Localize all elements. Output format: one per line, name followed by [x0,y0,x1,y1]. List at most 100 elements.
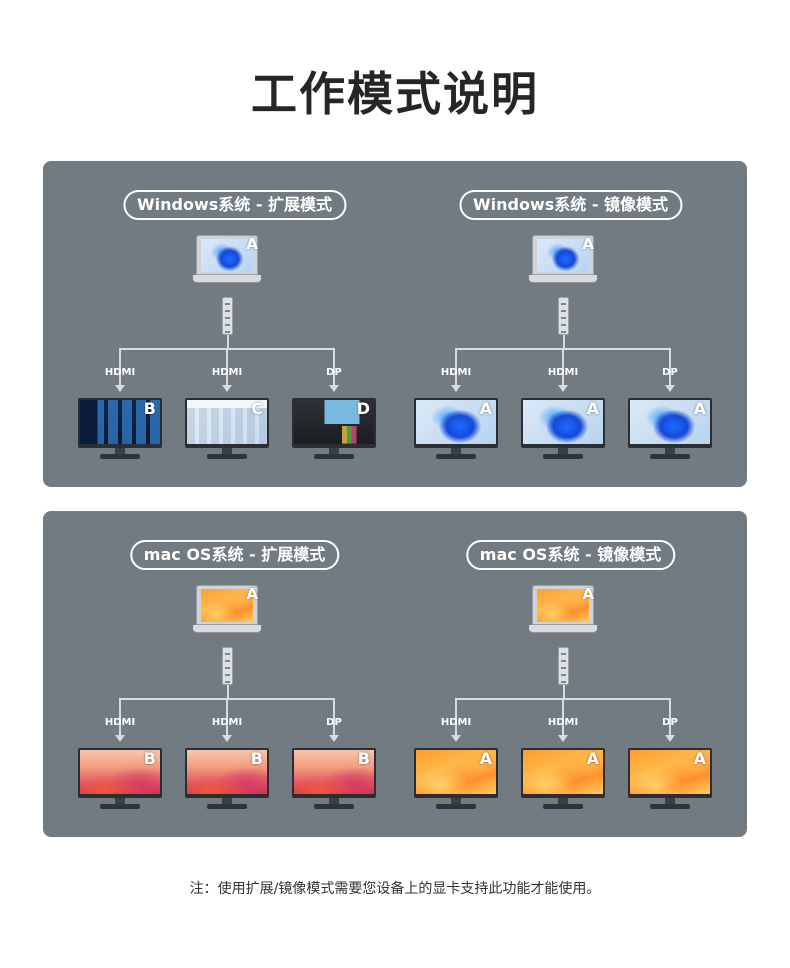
monitor-neck [665,798,675,804]
monitor-frame [521,748,605,798]
monitor-screen [294,400,374,444]
laptop-base [529,625,597,633]
monitor-stand [436,454,476,459]
connector-line [562,348,564,386]
port-label: HDMI [547,717,579,728]
monitor-stand [314,804,354,809]
external-monitor: B [78,748,162,812]
monitor-screen [416,400,496,444]
laptop-lid [196,235,258,275]
hub-port-slot [225,303,230,305]
connector-line [226,698,228,736]
monitor-neck [115,798,125,804]
laptop-base [193,625,261,633]
monitor-screen [80,400,160,444]
connector-line [563,335,565,349]
port-label: HDMI [440,367,472,378]
monitor-letter: B [357,749,370,768]
port-label: HDMI [104,717,136,728]
hub-port-slot [561,681,566,683]
connector-line [669,348,671,386]
connector-line [119,348,121,386]
hub-port-slot [561,310,566,312]
port-label: DP [662,717,678,728]
arrow-down-icon [115,385,125,392]
monitor-letter: A [693,399,706,418]
monitor-screen [80,750,160,794]
monitor-letter: B [143,399,156,418]
hub-port-slot [561,317,566,319]
laptop: A [529,235,597,283]
hub-port-slot [225,660,230,662]
laptop-lid [532,585,594,625]
monitor-stand [207,454,247,459]
laptop: A [529,585,597,633]
usb-hub-icon [558,297,569,335]
monitor-letter: B [143,749,156,768]
mode-label: Windows系统 - 扩展模式 [122,190,347,220]
hub-port-slot [561,303,566,305]
monitor-screen [187,750,267,794]
monitor-frame [78,748,162,798]
connector-line [119,698,121,736]
hub-port-slot [225,310,230,312]
laptop-screen [201,589,253,622]
port-label: HDMI [104,367,136,378]
monitor-neck [558,798,568,804]
monitor-letter: A [586,399,599,418]
arrow-down-icon [329,385,339,392]
arrow-down-icon [558,735,568,742]
monitor-neck [222,448,232,454]
external-monitor: D [292,398,376,462]
monitor-screen [523,750,603,794]
laptop-letter: A [246,235,258,253]
monitor-stand [436,804,476,809]
external-monitor: A [414,748,498,812]
monitor-neck [329,448,339,454]
external-monitor: B [185,748,269,812]
monitor-neck [665,448,675,454]
monitor-screen [630,750,710,794]
monitor-stand [543,454,583,459]
mode-label: mac OS系统 - 镜像模式 [465,540,676,570]
laptop: A [193,235,261,283]
connector-line [455,698,457,736]
connector-line [333,348,335,386]
connector-line [226,348,228,386]
monitor-frame [414,748,498,798]
monitor-letter: A [693,749,706,768]
monitor-stand [100,454,140,459]
laptop-screen [201,239,253,272]
external-monitor: A [628,748,712,812]
connector-line [455,348,457,386]
monitor-stand [100,804,140,809]
monitor-frame [628,398,712,448]
arrow-down-icon [329,735,339,742]
hub-port-slot [561,674,566,676]
laptop-base [529,275,597,283]
connector-line [227,685,229,699]
external-monitor: A [414,398,498,462]
monitor-frame [185,398,269,448]
port-label: HDMI [211,717,243,728]
monitor-frame [628,748,712,798]
monitor-neck [451,798,461,804]
monitor-stand [650,454,690,459]
external-monitor: C [185,398,269,462]
laptop-letter: A [582,585,594,603]
monitor-letter: A [586,749,599,768]
external-monitor: A [521,398,605,462]
arrow-down-icon [665,735,675,742]
laptop-lid [532,235,594,275]
hub-port-slot [561,331,566,333]
arrow-down-icon [665,385,675,392]
connector-line [563,685,565,699]
monitor-frame [521,398,605,448]
monitor-stand [650,804,690,809]
hub-port-slot [561,660,566,662]
monitor-letter: D [356,399,370,418]
monitor-frame [292,398,376,448]
